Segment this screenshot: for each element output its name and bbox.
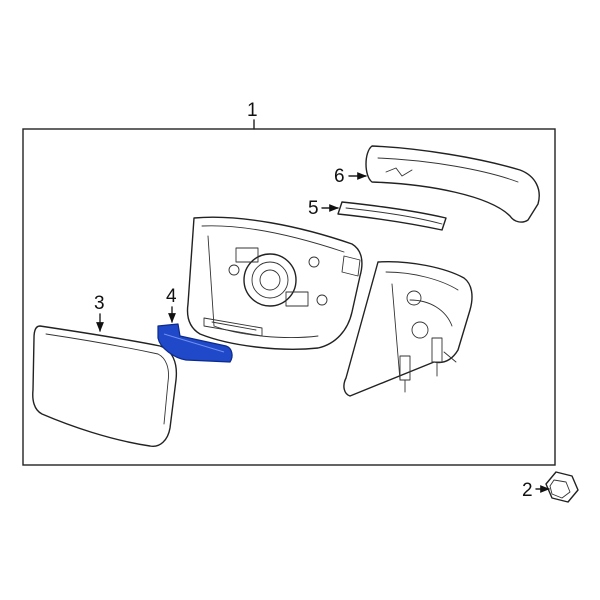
callout-1-label: 1 xyxy=(247,100,258,121)
callout-3-label: 3 xyxy=(94,293,105,314)
callout-5[interactable]: 5 xyxy=(308,198,339,219)
callout-6[interactable]: 6 xyxy=(334,166,367,187)
callout-6-label: 6 xyxy=(334,166,345,187)
part-5-lamp-strip[interactable] xyxy=(337,201,447,231)
callout-1[interactable]: 1 xyxy=(247,100,258,130)
callout-4-label: 4 xyxy=(166,286,177,307)
callout-2[interactable]: 2 xyxy=(522,480,550,501)
part-3-mirror-glass[interactable] xyxy=(32,325,178,447)
part-2-nut[interactable] xyxy=(545,471,579,503)
mirror-arm-bracket xyxy=(343,260,473,397)
callout-5-label: 5 xyxy=(308,198,319,219)
assembly-frame xyxy=(22,128,556,466)
callout-4[interactable]: 4 xyxy=(166,286,177,323)
mirror-housing xyxy=(186,216,363,350)
callout-2-label: 2 xyxy=(522,480,533,501)
part-4-trim-strip[interactable] xyxy=(157,323,233,363)
callout-3[interactable]: 3 xyxy=(94,293,105,332)
part-6-mirror-cap[interactable] xyxy=(365,145,540,223)
